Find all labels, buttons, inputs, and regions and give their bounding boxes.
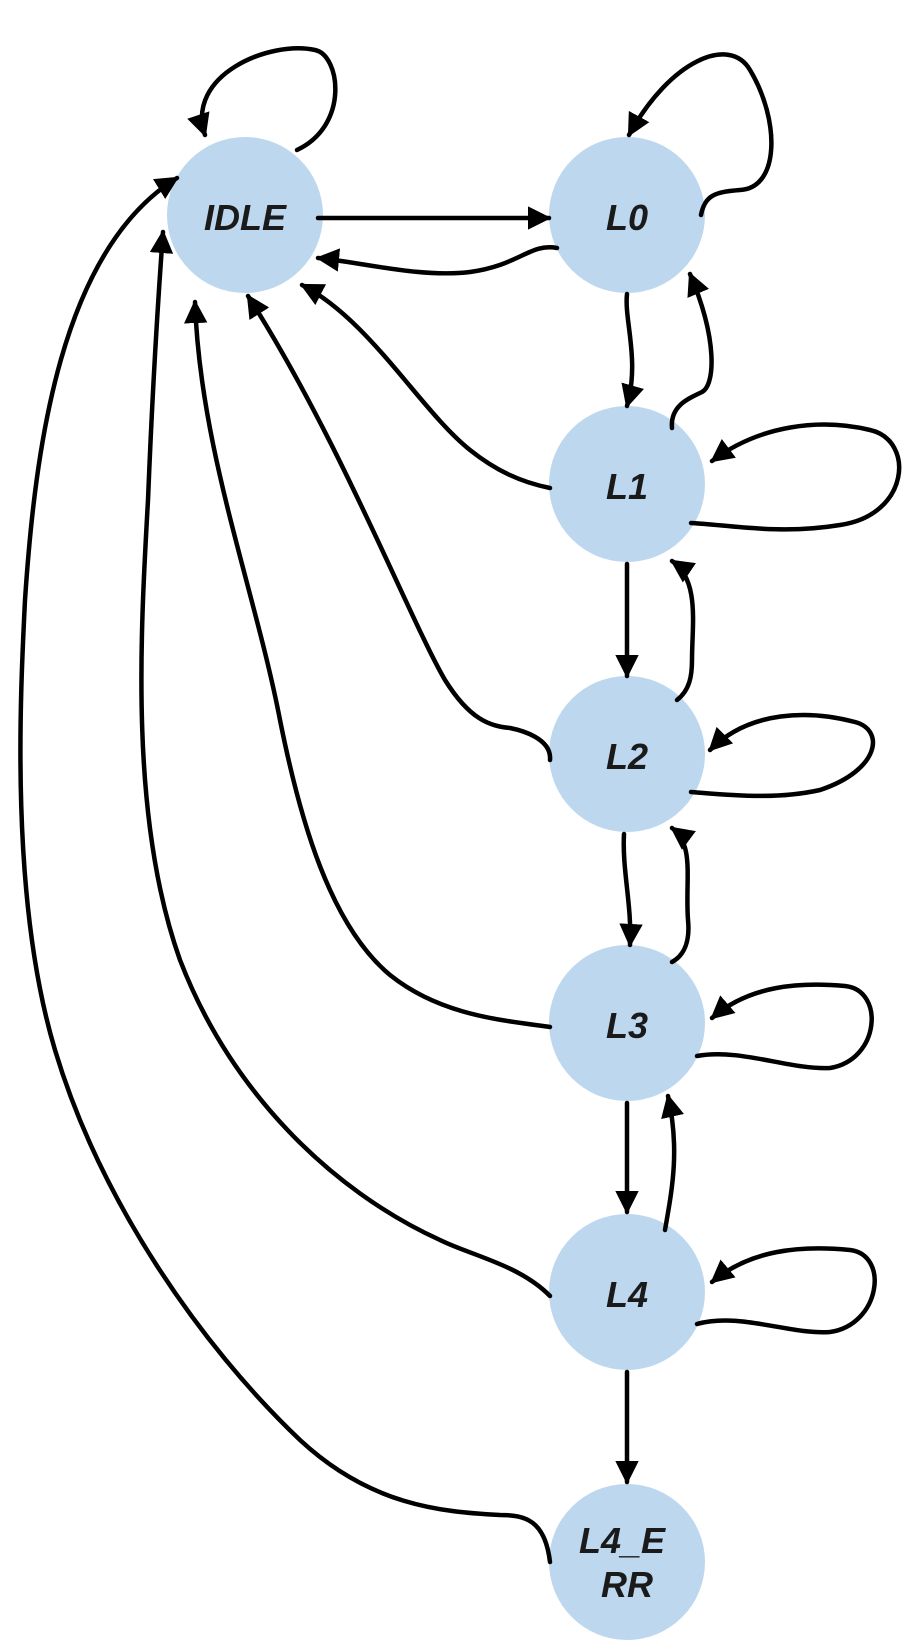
state-l0[interactable]: L0 bbox=[549, 137, 705, 293]
state-l3[interactable]: L3 bbox=[549, 945, 705, 1101]
state-l2[interactable]: L2 bbox=[549, 676, 705, 832]
state-l4[interactable]: L4 bbox=[549, 1214, 705, 1370]
edge-idle-to-idle bbox=[187, 46, 338, 153]
state-circle bbox=[549, 406, 705, 562]
state-circle bbox=[549, 137, 705, 293]
edge-l2-to-idle bbox=[245, 293, 553, 763]
edge-l3-to-idle bbox=[184, 299, 553, 1030]
state-idle[interactable]: IDLE bbox=[167, 137, 323, 293]
edge-l0-to-l0 bbox=[626, 52, 774, 218]
state-circle bbox=[549, 1484, 705, 1640]
edge-l4-to-idle bbox=[139, 229, 553, 1299]
edge-l0-to-idle bbox=[315, 245, 560, 276]
edge-l1-to-l0 bbox=[669, 271, 714, 431]
state-label: L3 bbox=[606, 1005, 648, 1046]
edge-l4-to-l3 bbox=[661, 1093, 684, 1233]
edge-l4-to-l4 bbox=[694, 1246, 877, 1335]
state-label: L4 bbox=[606, 1274, 648, 1315]
state-circle bbox=[167, 137, 323, 293]
edge-l2-to-l2 bbox=[688, 712, 876, 799]
edge-l1-to-l1 bbox=[688, 422, 902, 532]
edge-l4-err-to-idle bbox=[18, 175, 553, 1565]
states-layer: IDLE L0 L1 L2 L3 bbox=[167, 137, 705, 1640]
edge-l3-to-l3 bbox=[694, 982, 874, 1071]
transitions-layer bbox=[18, 46, 902, 1565]
edge-l2-to-l3 bbox=[619, 831, 643, 948]
edge-l1-to-idle bbox=[299, 282, 553, 491]
state-circle bbox=[549, 945, 705, 1101]
state-l4-err[interactable]: L4_E RR bbox=[549, 1484, 705, 1640]
state-circle bbox=[549, 676, 705, 832]
state-label: L0 bbox=[606, 197, 648, 238]
edge-l0-to-l1 bbox=[621, 291, 644, 409]
state-label: IDLE bbox=[204, 197, 287, 238]
state-circle bbox=[549, 1214, 705, 1370]
edge-l3-to-l2 bbox=[669, 825, 696, 965]
state-label: L4_E RR bbox=[579, 1520, 675, 1605]
state-label: L1 bbox=[606, 466, 648, 507]
state-label: L2 bbox=[606, 736, 648, 777]
state-l1[interactable]: L1 bbox=[549, 406, 705, 562]
edge-l2-to-l1 bbox=[669, 558, 696, 703]
